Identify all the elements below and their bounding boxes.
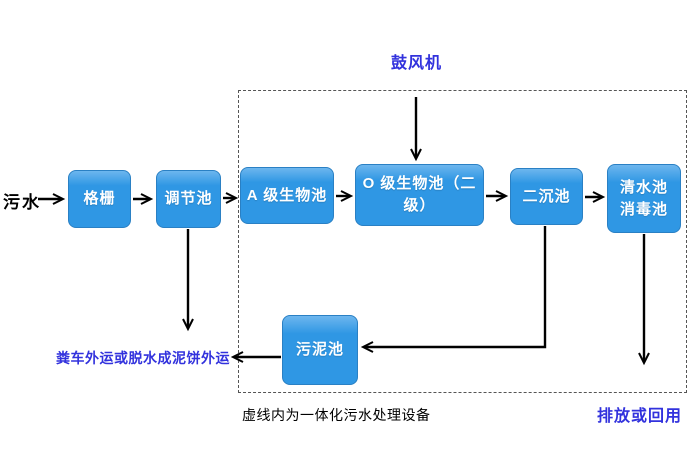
node-o-level-bio-tank-label: O 级生物池（二级） [362, 175, 477, 214]
node-o-level-bio-tank: O 级生物池（二级） [355, 164, 484, 226]
node-secondary-sedimentation-tank-label: 二沉池 [522, 187, 571, 205]
node-a-level-bio-tank-label: A 级生物池 [246, 186, 328, 204]
node-a-level-bio-tank: A 级生物池 [240, 167, 334, 224]
blower-label: 鼓风机 [391, 55, 443, 72]
node-grid: 格栅 [68, 170, 131, 228]
node-grid-label: 格栅 [83, 190, 116, 208]
sludge-disposal-label: 粪车外运或脱水成泥饼外运 [56, 350, 230, 366]
node-secondary-sedimentation-tank: 二沉池 [510, 168, 583, 225]
integrated-equipment-boundary [238, 90, 687, 393]
node-regulating-tank-label: 调节池 [164, 190, 213, 208]
node-sludge-tank-label: 污泥池 [295, 341, 344, 359]
influent-label: 污水 [3, 193, 41, 212]
node-disinfection-tank-label: 消毒池 [619, 200, 668, 218]
node-clear-water-disinfection-tank: 清水池 消毒池 [607, 164, 681, 233]
node-sludge-tank: 污泥池 [282, 315, 358, 385]
node-clear-water-tank-label: 清水池 [619, 178, 668, 196]
discharge-label: 排放或回用 [597, 408, 683, 425]
dashed-box-caption: 虚线内为一体化污水处理设备 [242, 407, 431, 423]
node-regulating-tank: 调节池 [156, 170, 221, 228]
